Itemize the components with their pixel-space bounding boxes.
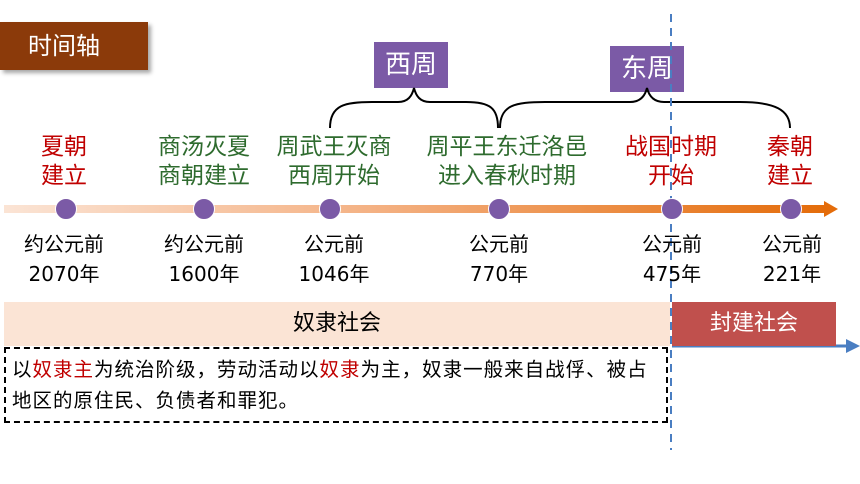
- date-xia: 约公元前 2070年: [0, 229, 128, 289]
- event-qin-line1: 秦朝: [767, 134, 813, 160]
- event-warring-states-line1: 战国时期: [625, 134, 717, 160]
- timeline-dot-xia: [55, 198, 77, 220]
- timeline-dot-qin: [780, 198, 802, 220]
- event-warring-states-line2: 开始: [648, 163, 694, 189]
- event-eastern-zhou-line2: 进入春秋时期: [438, 163, 576, 189]
- event-xia: 夏朝 建立: [0, 133, 128, 191]
- society-arrowhead: [846, 339, 860, 353]
- event-eastern-zhou: 周平王东迁洛邑 进入春秋时期: [414, 133, 600, 191]
- date-xia-line2: 2070年: [28, 262, 100, 286]
- date-qin-line1: 公元前: [762, 232, 822, 256]
- timeline-dot-eastern-zhou: [488, 198, 510, 220]
- timeline-dot-warring-states: [661, 198, 683, 220]
- event-shang-line2: 商朝建立: [158, 163, 250, 189]
- date-shang: 约公元前 1600年: [140, 229, 268, 289]
- slave-society-bar: 奴隶社会: [4, 302, 670, 346]
- timeline-dot-western-zhou: [319, 198, 341, 220]
- eastern-zhou-brace: [499, 87, 791, 129]
- period-label-western-zhou: 西周: [374, 42, 448, 88]
- date-eastern-zhou-line1: 公元前: [469, 232, 529, 256]
- event-warring-states: 战国时期 开始: [608, 133, 734, 191]
- date-warring-states-line2: 475年: [642, 262, 702, 286]
- event-xia-line2: 建立: [41, 163, 87, 189]
- event-shang: 商汤灭夏 商朝建立: [140, 133, 268, 191]
- desc-text-2: 为统治阶级，劳动活动以: [94, 358, 320, 381]
- event-shang-line1: 商汤灭夏: [158, 134, 250, 160]
- timeline-arrow-shaft: [4, 205, 826, 213]
- event-qin: 秦朝 建立: [740, 133, 840, 191]
- date-warring-states-line1: 公元前: [642, 232, 702, 256]
- date-western-zhou-line1: 公元前: [304, 232, 364, 256]
- event-qin-line2: 建立: [767, 163, 813, 189]
- desc-text-3: 为主，奴隶一般来自战俘、被占地区的原住民、负债者和罪犯。: [12, 358, 648, 412]
- event-eastern-zhou-line1: 周平王东迁洛邑: [426, 134, 588, 160]
- desc-highlight-slave-owner: 奴隶主: [32, 358, 95, 381]
- event-xia-line1: 夏朝: [41, 134, 87, 160]
- date-western-zhou: 公元前 1046年: [270, 229, 398, 289]
- feudal-society-bar: 封建社会: [672, 302, 836, 346]
- date-western-zhou-line2: 1046年: [298, 262, 370, 286]
- slave-society-description: 以奴隶主为统治阶级，劳动活动以奴隶为主，奴隶一般来自战俘、被占地区的原住民、负债…: [4, 347, 668, 423]
- event-western-zhou-line2: 西周开始: [288, 163, 380, 189]
- date-shang-line1: 约公元前: [164, 232, 244, 256]
- date-eastern-zhou: 公元前 770年: [435, 229, 563, 289]
- timeline-title: 时间轴: [0, 22, 148, 70]
- timeline-arrowhead: [824, 201, 838, 217]
- event-western-zhou: 周武王灭商 西周开始: [264, 133, 404, 191]
- event-western-zhou-line1: 周武王灭商: [276, 134, 392, 160]
- date-warring-states: 公元前 475年: [608, 229, 736, 289]
- date-qin-line2: 221年: [762, 262, 822, 286]
- date-shang-line2: 1600年: [168, 262, 240, 286]
- date-eastern-zhou-line2: 770年: [469, 262, 529, 286]
- western-zhou-brace: [329, 87, 499, 129]
- desc-text-1: 以: [12, 358, 33, 381]
- date-qin: 公元前 221年: [738, 229, 846, 289]
- desc-highlight-slave: 奴隶: [319, 358, 361, 381]
- date-xia-line1: 约公元前: [24, 232, 104, 256]
- timeline-dot-shang: [193, 198, 215, 220]
